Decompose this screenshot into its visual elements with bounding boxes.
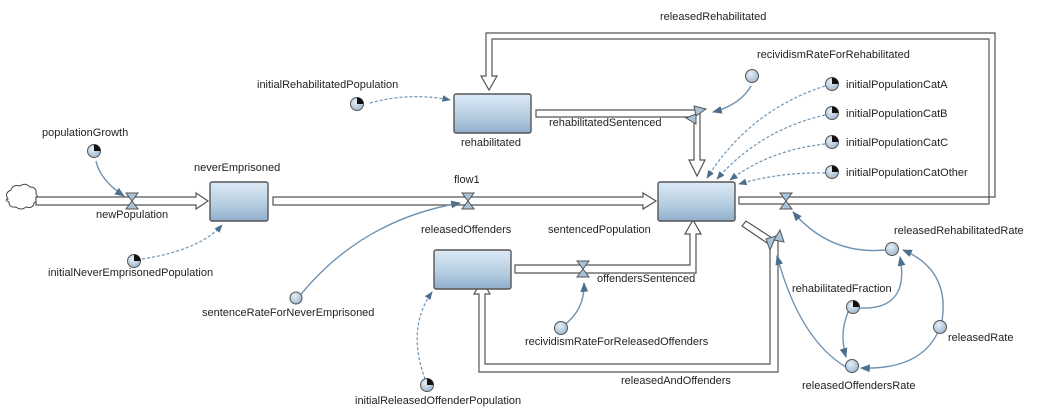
param-initialPopulationCatB-icon[interactable]: [825, 106, 839, 120]
label-initialPopulationCatB: initialPopulationCatB: [846, 108, 948, 120]
aux-sentenceRateForNeverEmprisoned[interactable]: [289, 291, 303, 305]
label-flow1: flow1: [454, 174, 480, 186]
label-neverEmprisoned: neverEmprisoned: [194, 162, 280, 174]
link-releasedRehabRate-valve: [792, 211, 886, 252]
label-initialPopulationCatC: initialPopulationCatC: [846, 137, 948, 149]
link-recividismReleased-valve: [562, 282, 589, 327]
label-initialNeverEmprisonedPopulation: initialNeverEmprisonedPopulation: [48, 267, 213, 279]
link-releasedRate-releasedRehabRate: [902, 249, 944, 322]
link-releasedOffRate-valve: [775, 255, 847, 368]
label-recividismRateForReleasedOffenders: recividismRateForReleasedOffenders: [525, 336, 709, 348]
param-initialReleasedOffenderPopulation-icon[interactable]: [420, 378, 434, 392]
label-releasedRehabilitated: releasedRehabilitated: [660, 11, 766, 23]
label-releasedOffendersRate: releasedOffendersRate: [802, 380, 916, 392]
flow-pipe-newPopulation[interactable]: [35, 191, 210, 211]
label-releasedAndOffenders: releasedAndOffenders: [621, 375, 731, 387]
stock-neverEmprisoned[interactable]: [209, 181, 269, 222]
init-link-catC: [729, 143, 826, 181]
label-rehabilitatedSentenced: rehabilitatedSentenced: [549, 117, 662, 129]
label-rehabilitatedFraction: rehabilitatedFraction: [792, 283, 892, 295]
aux-recividismRateForRehabilitated[interactable]: [745, 69, 759, 83]
valve-newPopulation-icon[interactable]: [125, 192, 139, 210]
label-initialRehabilitatedPopulation: initialRehabilitatedPopulation: [257, 79, 398, 91]
aux-recividismRateForReleasedOffenders[interactable]: [554, 321, 568, 335]
label-newPopulation: newPopulation: [96, 209, 168, 221]
aux-releasedOffendersRate[interactable]: [845, 359, 859, 373]
flow-pipe-flow1[interactable]: [272, 191, 658, 211]
label-offendersSentenced: offendersSentenced: [597, 273, 695, 285]
label-releasedRate: releasedRate: [948, 332, 1013, 344]
flow-pipe-offendersSentenced[interactable]: [514, 218, 703, 274]
valve-rehabilitatedSentenced-icon[interactable]: [684, 105, 708, 125]
param-rehabilitatedFraction-icon[interactable]: [846, 300, 860, 314]
stock-sentencedPopulation[interactable]: [657, 181, 736, 222]
init-link-releasedOffenders: [416, 291, 433, 385]
link-releasedRate-releasedOffRate: [860, 331, 939, 373]
link-populationGrowth-newPopulation: [95, 160, 125, 197]
flow-pipe-releasedRehabilitated[interactable]: [479, 32, 996, 205]
link-sentenceRate-flow1: [297, 200, 461, 299]
param-initialRehabilitatedPopulation-icon[interactable]: [350, 97, 364, 111]
flow-pipe-rehabilitatedSentenced[interactable]: [535, 109, 706, 178]
valve-flow1-icon[interactable]: [461, 192, 475, 210]
valve-releasedAndOffenders-icon[interactable]: [765, 228, 785, 252]
label-releasedRehabilitatedRate: releasedRehabilitatedRate: [894, 225, 1024, 237]
aux-releasedRate[interactable]: [933, 320, 947, 334]
label-recividismRateForRehabilitated: recividismRateForRehabilitated: [757, 49, 910, 61]
label-initialReleasedOffenderPopulation: initialReleasedOffenderPopulation: [355, 395, 521, 407]
flow-pipe-releasedAndOffenders[interactable]: [472, 220, 779, 373]
init-link-catB: [716, 114, 826, 180]
param-initialPopulationCatC-icon[interactable]: [825, 135, 839, 149]
param-populationGrowth-icon[interactable]: [87, 144, 101, 158]
cloud-source-icon: [5, 183, 39, 210]
init-link-rehabilitated: [369, 95, 451, 104]
stock-rehabilitated[interactable]: [453, 93, 532, 134]
init-link-catA: [706, 85, 826, 179]
aux-releasedRehabilitatedRate[interactable]: [885, 242, 899, 256]
param-initialNeverEmprisonedPopulation-icon[interactable]: [127, 254, 141, 268]
label-rehabilitated: rehabilitated: [461, 137, 521, 149]
link-fraction-releasedOffRate: [839, 305, 852, 358]
label-initialPopulationCatOther: initialPopulationCatOther: [846, 167, 968, 179]
label-sentencedPopulation: sentencedPopulation: [548, 224, 651, 236]
stock-releasedOffenders[interactable]: [433, 249, 512, 290]
param-initialPopulationCatOther-icon[interactable]: [825, 165, 839, 179]
valve-offendersSentenced-icon[interactable]: [576, 260, 590, 278]
link-recividismRehab-valve: [712, 85, 752, 114]
link-fraction-releasedRehabRate: [859, 256, 906, 309]
label-populationGrowth: populationGrowth: [42, 127, 128, 139]
label-releasedOffenders: releasedOffenders: [421, 224, 512, 236]
param-initialPopulationCatA-icon[interactable]: [825, 77, 839, 91]
init-link-catOther: [738, 172, 826, 186]
label-sentenceRateForNeverEmprisoned: sentenceRateForNeverEmprisoned: [202, 307, 374, 319]
init-link-neverEmprisoned: [141, 224, 223, 260]
label-initialPopulationCatA: initialPopulationCatA: [846, 79, 948, 91]
valve-releasedRehabilitated-icon[interactable]: [779, 192, 793, 210]
